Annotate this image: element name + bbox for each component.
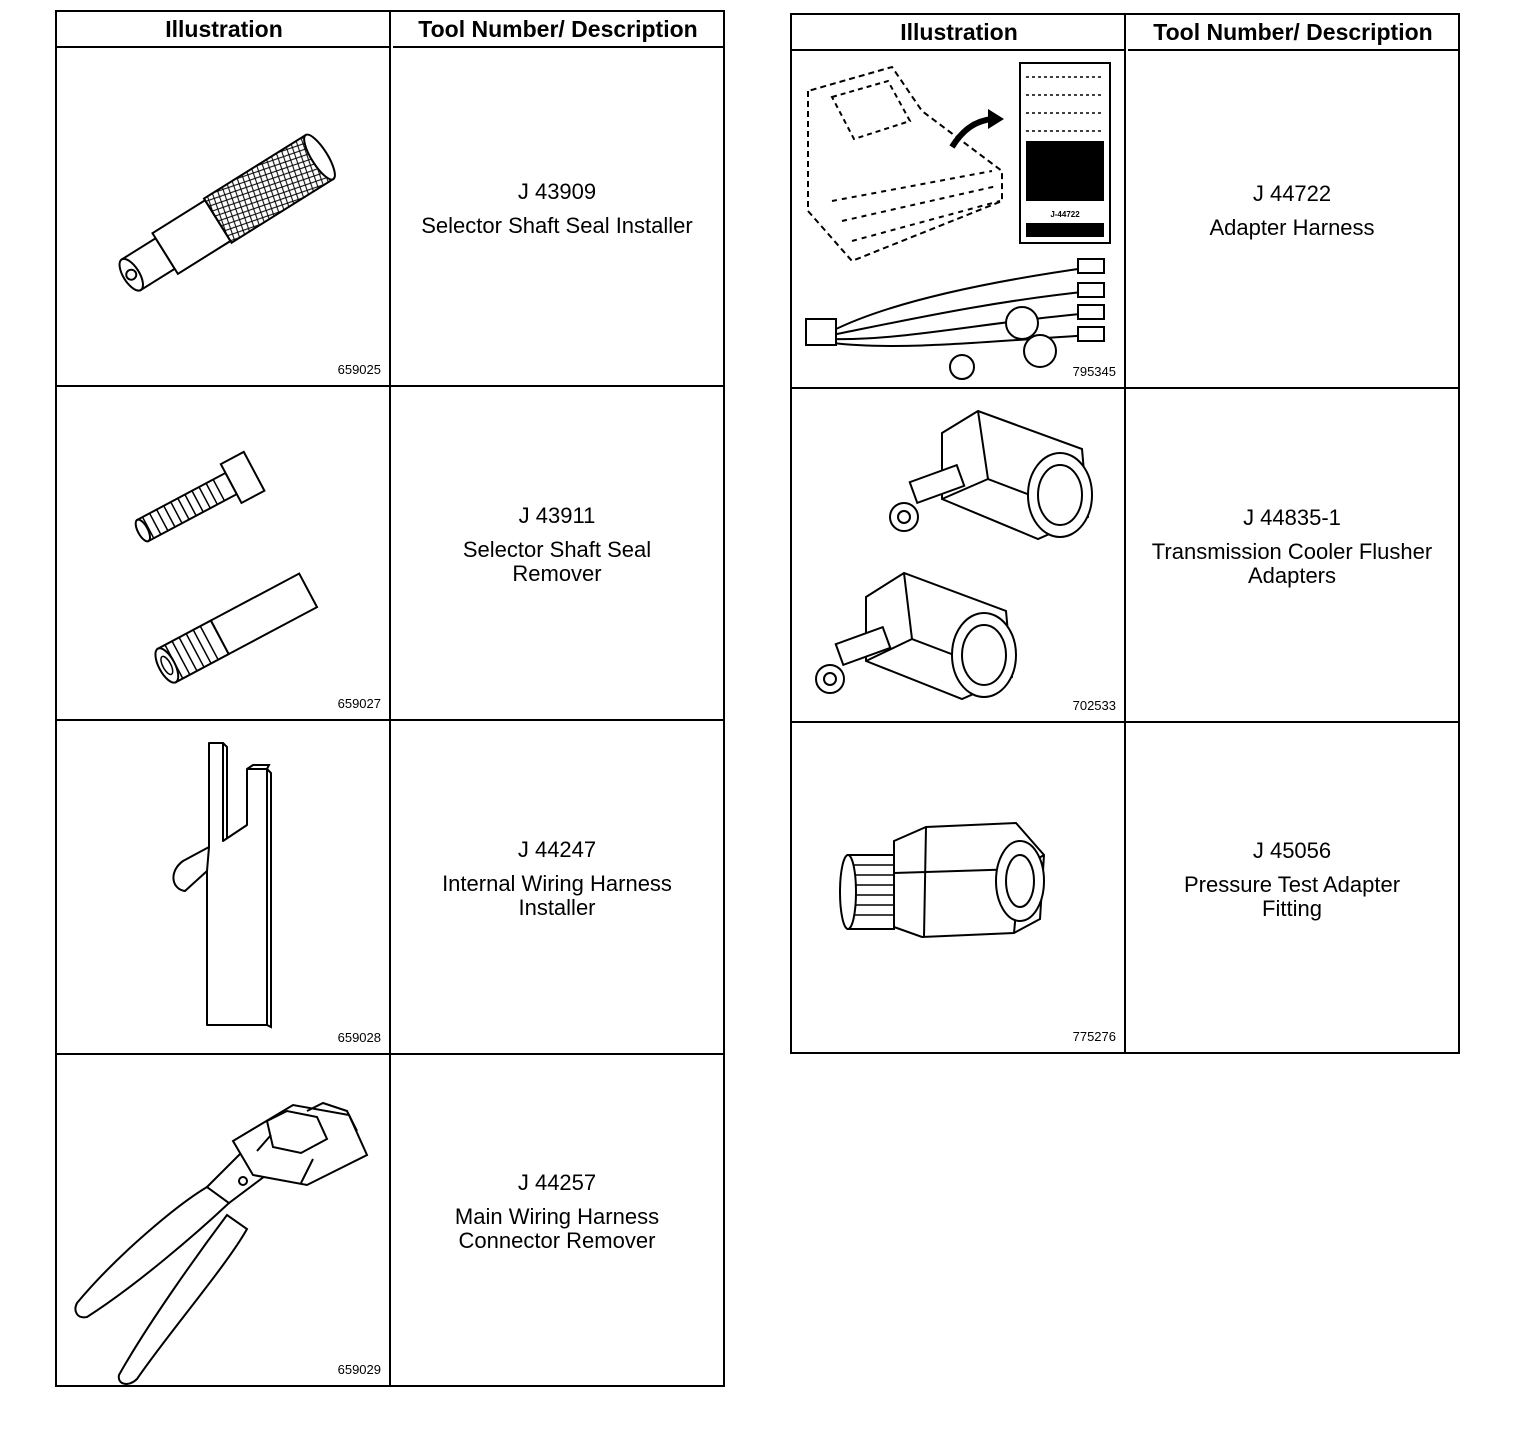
tool-description: Selector Shaft Seal Remover <box>462 537 652 586</box>
tool-description-cell: J 43909 Selector Shaft Seal Installer <box>391 48 723 385</box>
tool-description-cell: J 44835-1 Transmission Cooler Flusher Ad… <box>1126 389 1458 721</box>
pressure-test-fitting-icon <box>839 821 1046 939</box>
tool-illustration: 659029 <box>57 1055 389 1385</box>
figure-number: 702533 <box>1072 698 1116 713</box>
connector-remover-icon <box>74 1101 369 1385</box>
tool-description-cell: J 44247 Internal Wiring Harness Installe… <box>391 721 723 1053</box>
seal-installer-icon <box>118 133 336 292</box>
tool-illustration: 659025 <box>57 48 389 385</box>
adapter-harness-icon: J-44722 <box>805 62 1111 380</box>
tool-description-cell: J 44722 Adapter Harness <box>1126 51 1458 387</box>
tool-description: Main Wiring Harness Connector Remover <box>454 1204 660 1253</box>
seal-remover-icon <box>134 450 319 684</box>
header-description: Tool Number/ Description <box>393 12 723 48</box>
tool-number: J 44835-1 <box>1243 505 1341 530</box>
tool-description-cell: J 45056 Pressure Test Adapter Fitting <box>1126 723 1458 1052</box>
tool-description: Internal Wiring Harness Installer <box>442 871 672 920</box>
tool-number: J 43911 <box>518 503 596 528</box>
tool-description: Adapter Harness <box>1209 215 1375 240</box>
header-illustration: Illustration <box>57 12 391 48</box>
tool-number: J 45056 <box>1252 837 1332 863</box>
figure-number: 775276 <box>1072 1029 1116 1044</box>
figure-number: 795345 <box>1072 364 1116 379</box>
figure-number: 659029 <box>337 1362 381 1377</box>
header-description: Tool Number/ Description <box>1128 15 1458 51</box>
tool-illustration: 659027 <box>57 387 389 719</box>
tool-number: J 43909 <box>517 178 597 204</box>
harness-installer-icon <box>172 742 272 1029</box>
tool-illustration: J-44722 795345 <box>792 51 1124 387</box>
tool-description: Pressure Test Adapter Fitting <box>1183 871 1401 921</box>
left-tools-table: Illustration Tool Number/ Description 65… <box>55 10 725 1387</box>
tool-description-cell: J 44257 Main Wiring Harness Connector Re… <box>391 1055 723 1385</box>
tool-description: Transmission Cooler Flusher Adapters <box>1151 539 1433 588</box>
figure-number: 659028 <box>337 1030 381 1045</box>
cooler-flusher-adapters-icon <box>815 409 1093 701</box>
header-illustration: Illustration <box>792 15 1126 51</box>
tool-number: J 44257 <box>517 1170 597 1195</box>
kit-label-text: J-44722 <box>1050 210 1080 219</box>
right-tools-table: Illustration Tool Number/ Description J-… <box>790 13 1460 1054</box>
figure-number: 659027 <box>337 696 381 711</box>
tool-number: J 44247 <box>517 837 597 862</box>
tool-illustration: 775276 <box>792 723 1124 1052</box>
tool-illustration: 702533 <box>792 389 1124 721</box>
tool-number: J 44722 <box>1252 181 1332 206</box>
tool-description: Selector Shaft Seal Installer <box>421 212 693 238</box>
figure-number: 659025 <box>337 362 381 377</box>
tool-description-cell: J 43911 Selector Shaft Seal Remover <box>391 387 723 719</box>
tool-illustration: 659028 <box>57 721 389 1053</box>
